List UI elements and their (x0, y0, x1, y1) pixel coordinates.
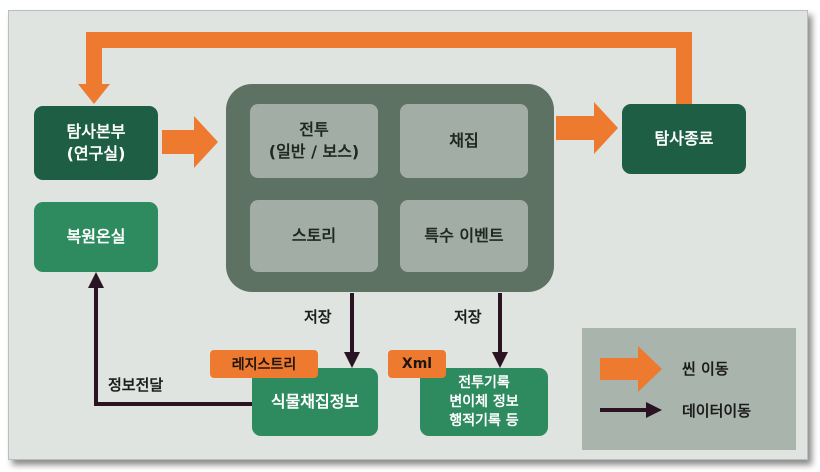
tag-xml: Xml (388, 350, 446, 378)
legend-label-scene-move: 씬 이동 (682, 360, 729, 378)
data-arrow-info-transfer-head (88, 272, 104, 288)
scene-loop-arrow-head (78, 84, 110, 104)
scene-arrow-hq-to-hub-head (194, 116, 218, 168)
scene-arrow-hub-to-end-head (594, 102, 618, 154)
scene-arrow-hq-to-hub-body (162, 130, 194, 154)
tag-registry: 레지스트리 (210, 350, 318, 378)
legend-orange-arrow-head (638, 346, 662, 392)
legend-dark-arrow-head (646, 402, 662, 418)
legend-label-data-move: 데이터이동 (682, 402, 752, 420)
data-arrow-info-transfer (94, 284, 252, 406)
node-battle: 전투 (일반 / 보스) (250, 104, 378, 178)
scene-loop-arrow (86, 32, 692, 104)
data-arrow-save-left-head (344, 352, 360, 368)
node-plant-info: 식물채집정보 (252, 368, 378, 436)
data-arrow-save-right-head (492, 352, 508, 368)
scene-arrow-hub-to-end-body (556, 116, 594, 140)
node-restoration-room: 복원온실 (34, 202, 158, 272)
legend-orange-arrow-body (600, 358, 638, 380)
edge-label-save-left: 저장 (304, 308, 332, 326)
legend (582, 328, 796, 450)
edge-label-save-right: 저장 (454, 308, 482, 326)
node-expedition-hq: 탐사본부 (연구실) (34, 106, 158, 180)
node-battle-records: 전투기록 변이체 정보 행적기록 등 (420, 368, 548, 436)
node-story: 스토리 (250, 200, 378, 272)
node-special-event: 특수 이벤트 (400, 200, 528, 272)
node-gathering: 채집 (400, 104, 528, 178)
edge-label-info-transfer: 정보전달 (108, 376, 164, 394)
node-expedition-end: 탐사종료 (622, 104, 746, 174)
